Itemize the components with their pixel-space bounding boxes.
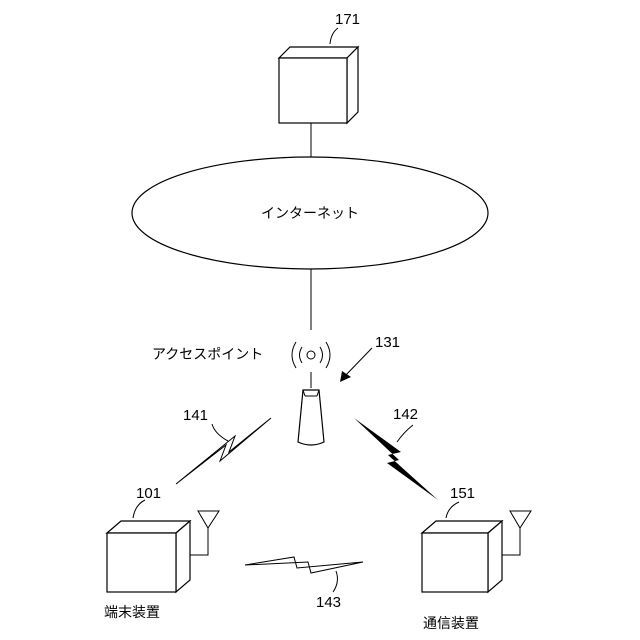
terminal-node [107, 521, 190, 592]
terminal-ref: 101 [136, 485, 161, 502]
link-141-ref: 141 [183, 407, 208, 424]
link-143-bolt [245, 557, 363, 573]
comm-device-leader [446, 502, 459, 518]
access-point-ref: 131 [375, 334, 400, 351]
server-node [279, 47, 358, 123]
link-141-bolt [176, 418, 271, 484]
access-point-arrowhead [340, 371, 351, 382]
link-142-ref: 142 [393, 406, 418, 423]
link-142-leader [397, 425, 413, 442]
terminal-antenna-icon [190, 511, 219, 555]
link-143-leader [333, 571, 337, 592]
comm-device-node [422, 521, 502, 592]
link-143-ref: 143 [316, 594, 341, 611]
internet-label: インターネット [261, 206, 359, 222]
server-ref: 171 [335, 11, 360, 28]
link-141-leader [212, 424, 228, 441]
terminal-label: 端末装置 [104, 605, 160, 621]
access-point-arrow [343, 348, 372, 378]
wifi-signal-icon [292, 342, 330, 368]
comm-device-label: 通信装置 [423, 616, 479, 632]
comm-device-ref: 151 [450, 485, 475, 502]
comm-device-antenna-icon [502, 511, 531, 555]
access-point-device [298, 372, 324, 445]
link-142-bolt [354, 418, 438, 500]
server-leader-line [330, 28, 338, 44]
terminal-leader [133, 500, 145, 518]
access-point-label: アクセスポイント [152, 347, 263, 363]
